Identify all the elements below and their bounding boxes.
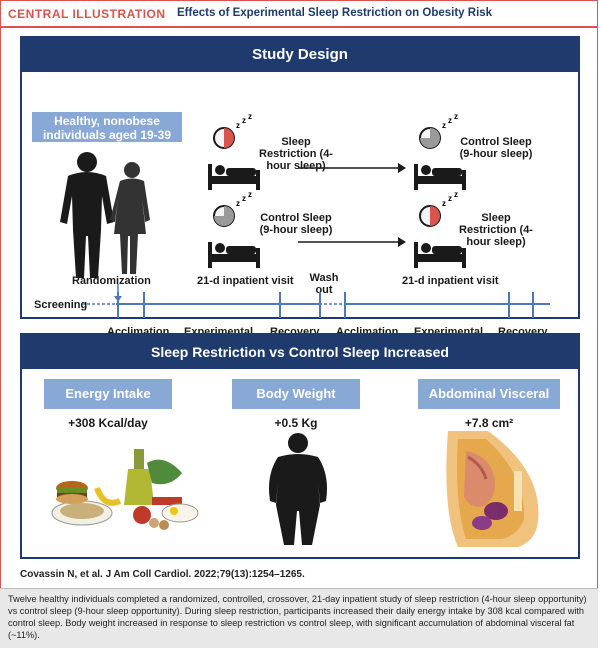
results-panel: Sleep Restriction vs Control Sleep Incre… xyxy=(20,333,580,559)
svg-text:z: z xyxy=(248,114,252,121)
arm1-arrow xyxy=(298,163,406,173)
body-weight-value: +0.5 Kg xyxy=(274,416,318,430)
visceral-fat-value: +7.8 cm² xyxy=(464,416,514,430)
randomization-label: Randomization xyxy=(72,275,151,287)
svg-text:z: z xyxy=(448,194,452,203)
arm2-arrow xyxy=(298,237,406,247)
svg-text:z: z xyxy=(454,114,458,121)
figure-title: Effects of Experimental Sleep Restrictio… xyxy=(177,7,493,19)
participants-icon xyxy=(60,152,150,278)
header-bar: CENTRAL ILLUSTRATION Effects of Experime… xyxy=(0,0,598,28)
arm1-first-label: Sleep Restriction (4-hour sleep) xyxy=(259,136,333,172)
study-design-panel: Study Design Healthy, nonobese individua… xyxy=(20,36,580,338)
svg-text:z: z xyxy=(448,116,452,125)
overweight-body-icon xyxy=(269,433,327,545)
study-design-heading: Study Design xyxy=(22,38,578,72)
arm2-second-label: Sleep Restriction (4-hour sleep) xyxy=(459,212,533,248)
timeline-tick xyxy=(117,292,119,318)
arm2-first-label: Control Sleep (9-hour sleep) xyxy=(259,212,333,236)
svg-text:z: z xyxy=(442,121,446,130)
svg-text:z: z xyxy=(242,194,246,203)
timeline-tick xyxy=(344,292,346,318)
visceral-fat-box: Abdominal Visceral Fat xyxy=(418,379,560,431)
timeline-tick xyxy=(143,292,145,318)
svg-text:z: z xyxy=(454,192,458,199)
clock-control-icon: z z z xyxy=(414,114,466,190)
timeline-tick xyxy=(319,292,321,318)
visit-right-label: 21-d inpatient visit xyxy=(402,275,499,287)
arm1-second-label: Control Sleep (9-hour sleep) xyxy=(459,136,533,160)
clock-restriction-icon: z z z xyxy=(414,192,466,268)
clock-restriction-icon: z z z xyxy=(208,114,260,190)
svg-text:z: z xyxy=(442,199,446,208)
central-illustration-label: CENTRAL ILLUSTRATION xyxy=(8,7,166,21)
summary-text: Twelve healthy individuals completed a r… xyxy=(0,588,598,648)
timeline xyxy=(82,284,550,305)
svg-text:z: z xyxy=(236,121,240,130)
svg-text:z: z xyxy=(236,199,240,208)
svg-text:z: z xyxy=(248,192,252,199)
svg-text:z: z xyxy=(242,116,246,125)
food-illustration xyxy=(51,449,199,530)
screening-label: Screening xyxy=(34,299,88,311)
clock-control-icon: z z z xyxy=(208,192,260,268)
body-weight-box: Body Weight xyxy=(232,379,360,409)
visit-left-label: 21-d inpatient visit xyxy=(197,275,294,287)
citation: Covassin N, et al. J Am Coll Cardiol. 20… xyxy=(20,569,305,580)
energy-intake-value: +308 Kcal/day xyxy=(68,416,148,430)
abdominal-fat-illustration xyxy=(446,431,539,547)
population-box: Healthy, nonobese individuals aged 19-39… xyxy=(32,112,182,156)
timeline-tick xyxy=(508,292,510,318)
energy-intake-box: Energy Intake xyxy=(44,379,172,409)
results-heading: Sleep Restriction vs Control Sleep Incre… xyxy=(22,335,578,369)
timeline-tick xyxy=(532,292,534,318)
timeline-tick xyxy=(279,292,281,318)
